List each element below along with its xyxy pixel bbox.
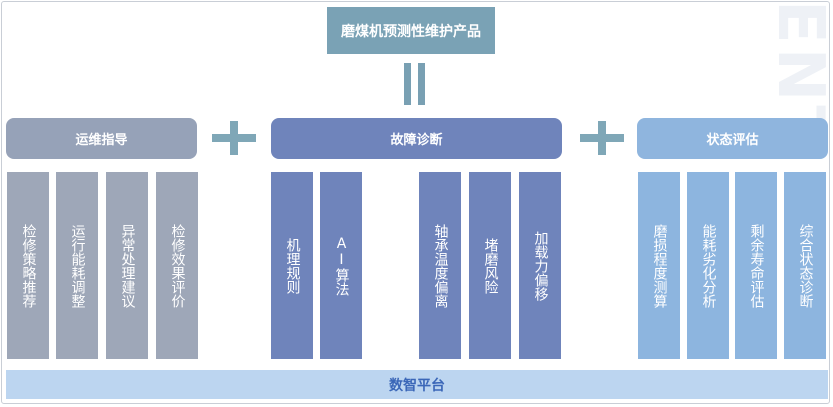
equals-connector-left — [404, 63, 411, 105]
column-item: 机理规则 — [271, 172, 313, 359]
column-item: 堵磨风险 — [469, 172, 511, 359]
column-item: 检修策略推荐 — [7, 172, 49, 359]
diagram-title: 磨煤机预测性维护产品 — [327, 7, 495, 54]
column-item: 轴承温度偏离 — [419, 172, 461, 359]
column-item: 检修效果评价 — [156, 172, 198, 359]
header-ops-guidance: 运维指导 — [6, 118, 197, 159]
column-item: AI算法 — [320, 172, 362, 359]
plus-icon — [580, 121, 624, 155]
plus-icon — [212, 121, 256, 155]
header-fault-diagnosis: 故障诊断 — [271, 118, 562, 159]
column-item: 运行能耗调整 — [56, 172, 98, 359]
column-item: 剩余寿命评估 — [735, 172, 777, 359]
column-item: 异常处理建议 — [106, 172, 148, 359]
column-item: 综合状态诊断 — [784, 172, 826, 359]
column-item: 加载力偏移 — [519, 172, 561, 359]
column-item: 能耗劣化分析 — [687, 172, 729, 359]
watermark: ENT — [763, 0, 833, 153]
equals-connector-right — [418, 63, 425, 105]
platform-bar: 数智平台 — [6, 370, 828, 399]
column-item: 磨损程度测算 — [638, 172, 680, 359]
header-status-assessment: 状态评估 — [637, 118, 828, 159]
